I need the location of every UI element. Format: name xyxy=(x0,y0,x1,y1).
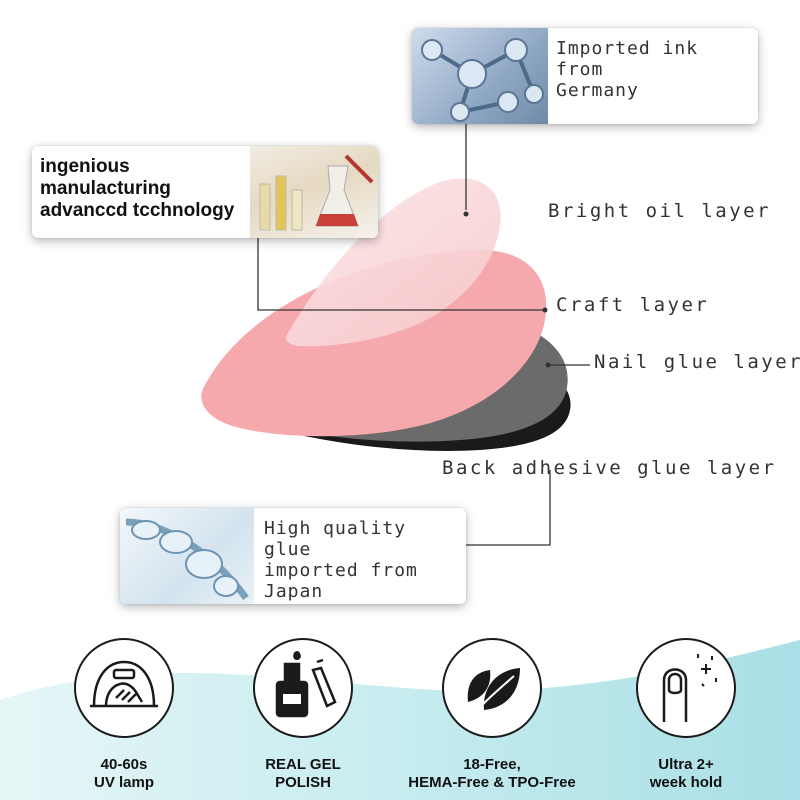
feature-free-formula: 18-Free, HEMA-Free & TPO-Free xyxy=(407,638,577,792)
ink-origin-text: Imported ink from Germany xyxy=(556,38,699,101)
craft-layer-label: Craft layer xyxy=(556,294,710,316)
technology-card: ingenious manulacturing advanccd tcchnol… xyxy=(32,146,378,238)
technology-text: ingenious manulacturing advanccd tcchnol… xyxy=(40,156,235,221)
feature-gel-polish: REAL GEL POLISH xyxy=(218,638,388,792)
leaf-icon xyxy=(442,638,542,738)
ink-origin-card: Imported ink from Germany xyxy=(412,28,758,124)
laboratory-icon xyxy=(250,146,378,238)
uv-lamp-icon xyxy=(74,638,174,738)
glue-droplets-icon xyxy=(120,508,254,604)
back-adhesive-layer-label: Back adhesive glue layer xyxy=(442,457,777,479)
craft-layer xyxy=(201,250,547,437)
connector-lines xyxy=(257,124,590,546)
feature-uv-lamp: 40-60s UV lamp xyxy=(39,638,209,792)
glue-origin-text: High quality glue imported from Japan xyxy=(264,518,418,602)
background-wave xyxy=(0,640,800,800)
nail-sparkle-icon xyxy=(636,638,736,738)
gel-polish-bottle-icon xyxy=(253,638,353,738)
bright-oil-layer xyxy=(286,178,501,347)
glue-origin-card: High quality glue imported from Japan xyxy=(120,508,466,604)
nail-glue-layer-label: Nail glue layer xyxy=(594,351,800,373)
feature-week-hold: Ultra 2+ week hold xyxy=(601,638,771,792)
bright-oil-layer-label: Bright oil layer xyxy=(548,200,772,222)
molecule-icon xyxy=(412,28,548,124)
